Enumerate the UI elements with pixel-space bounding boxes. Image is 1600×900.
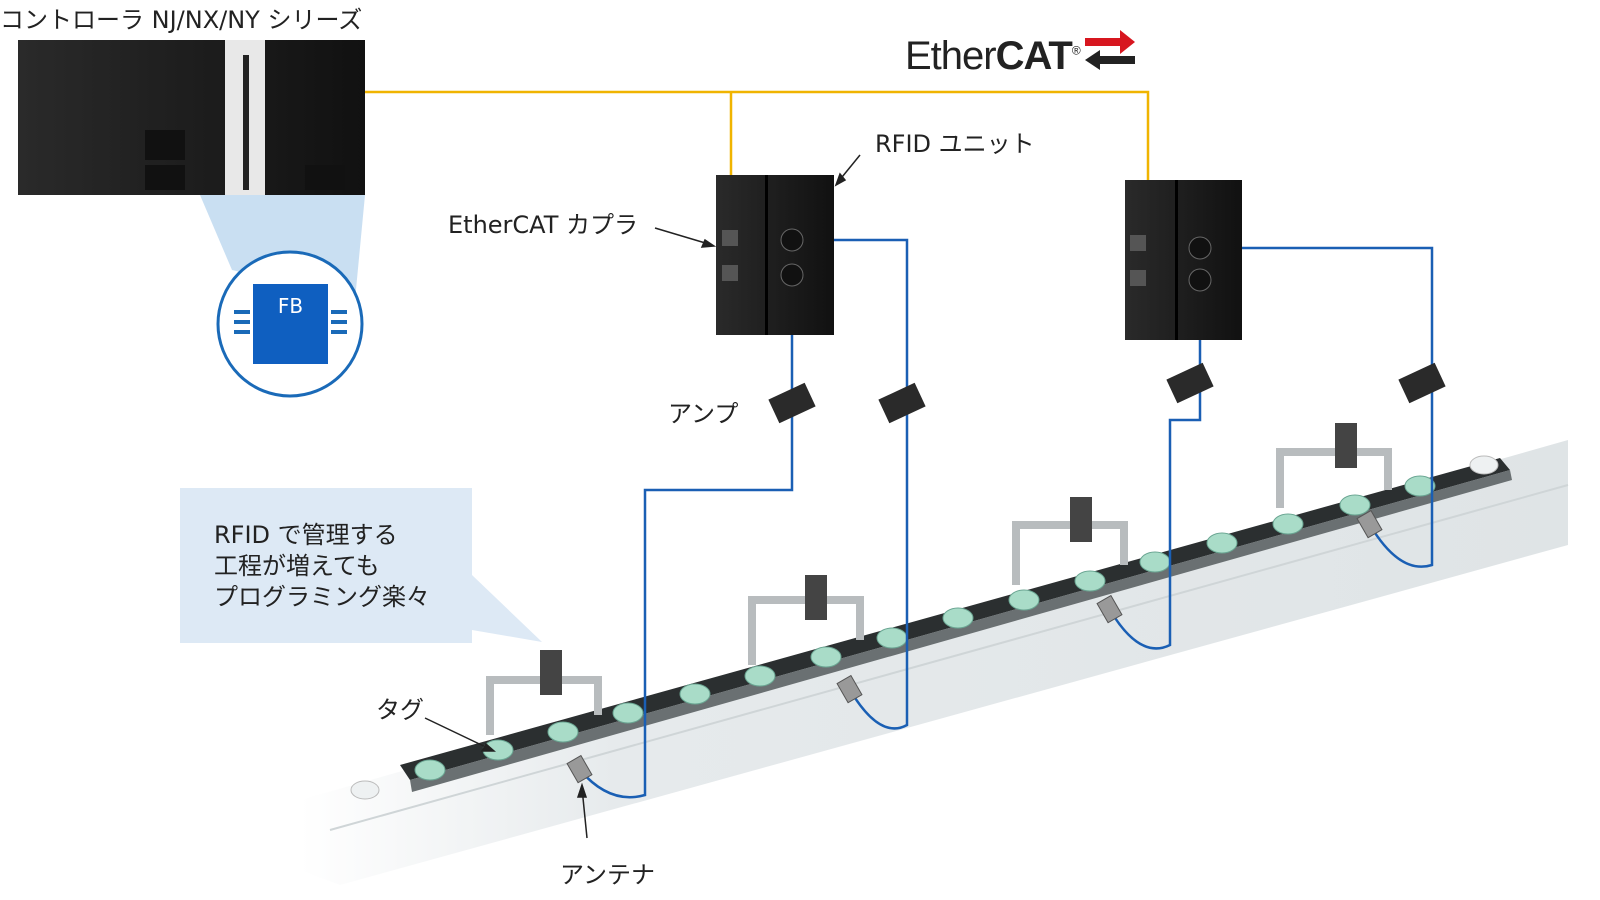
puck <box>1139 551 1171 573</box>
puck <box>744 665 776 687</box>
callout-text: RFID で管理する 工程が増えても プログラミング楽々 <box>214 520 430 613</box>
amplifier <box>1398 362 1446 404</box>
leader-lines <box>424 154 861 839</box>
gate <box>1276 448 1392 508</box>
tag-pucks <box>350 455 1499 800</box>
coupler-label: EtherCAT カプラ <box>448 211 639 239</box>
controller-image <box>18 40 365 195</box>
antenna <box>566 754 593 784</box>
antennas <box>566 509 1383 784</box>
tag-label: タグ <box>376 696 424 724</box>
controller-title: コントローラ NJ/NX/NY シリーズ <box>0 6 363 34</box>
puck <box>1272 513 1304 535</box>
puck <box>810 646 842 668</box>
puck <box>414 759 446 781</box>
callout-line: RFID で管理する <box>214 521 398 549</box>
connector-icon <box>780 228 804 252</box>
chip-pins-icon <box>234 310 347 334</box>
ethercat-logo: EtherCAT® <box>905 34 1081 79</box>
amplifier <box>1166 362 1214 404</box>
puck <box>1008 589 1040 611</box>
rfid-module-1 <box>716 175 834 335</box>
chip-icon <box>253 284 328 364</box>
amplifiers <box>768 362 1446 424</box>
puck <box>1206 532 1238 554</box>
ethercat-cable <box>365 90 1150 185</box>
puck <box>942 607 974 629</box>
antenna <box>1096 594 1123 624</box>
connector-icon <box>780 263 804 287</box>
logo-ether: Ether <box>905 34 997 78</box>
amp-label: アンプ <box>668 400 739 428</box>
fb-label: FB <box>277 294 304 318</box>
sensor-cables <box>579 238 1434 799</box>
antenna <box>836 674 863 704</box>
conveyor <box>300 440 1569 885</box>
rfid-module-2 <box>1125 180 1242 340</box>
puck <box>1339 494 1371 516</box>
amplifier <box>768 382 816 424</box>
connector-icon <box>1188 268 1212 292</box>
puck <box>547 721 579 743</box>
callout-line: プログラミング楽々 <box>214 583 430 611</box>
antenna <box>1356 509 1383 539</box>
callout-bubble <box>180 488 542 643</box>
rfid-unit-label: RFID ユニット <box>875 130 1035 158</box>
antenna-label: アンテナ <box>560 861 656 889</box>
logo-cat: CAT <box>995 34 1073 78</box>
puck <box>1074 570 1106 592</box>
puck <box>1404 475 1436 497</box>
gate-heads <box>540 423 1357 695</box>
amplifier <box>878 382 926 424</box>
puck <box>679 683 711 705</box>
callout-line: 工程が増えても <box>214 552 380 580</box>
connector-icon <box>1188 236 1212 260</box>
puck <box>876 627 908 649</box>
puck <box>612 702 644 724</box>
logo-reg: ® <box>1071 43 1081 58</box>
ethercat-logo-arrows <box>1085 30 1135 70</box>
